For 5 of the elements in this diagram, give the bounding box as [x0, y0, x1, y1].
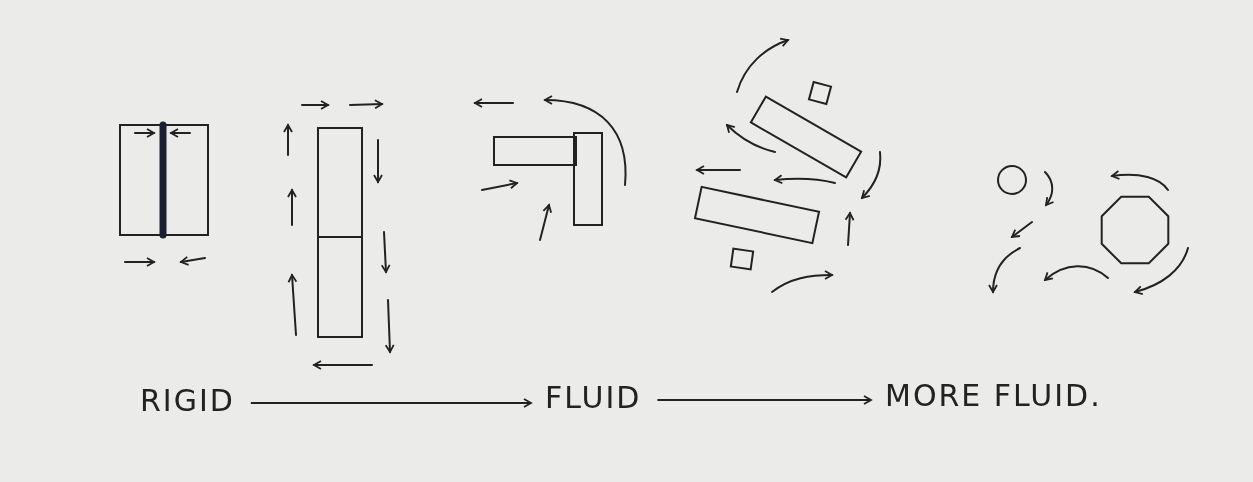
arrow: [250, 398, 532, 408]
arrow: [657, 395, 872, 405]
stage-label: FLUID: [545, 380, 642, 416]
stage-label: RIGID: [140, 383, 235, 419]
stage-label: MORE FLUID.: [885, 378, 1102, 414]
